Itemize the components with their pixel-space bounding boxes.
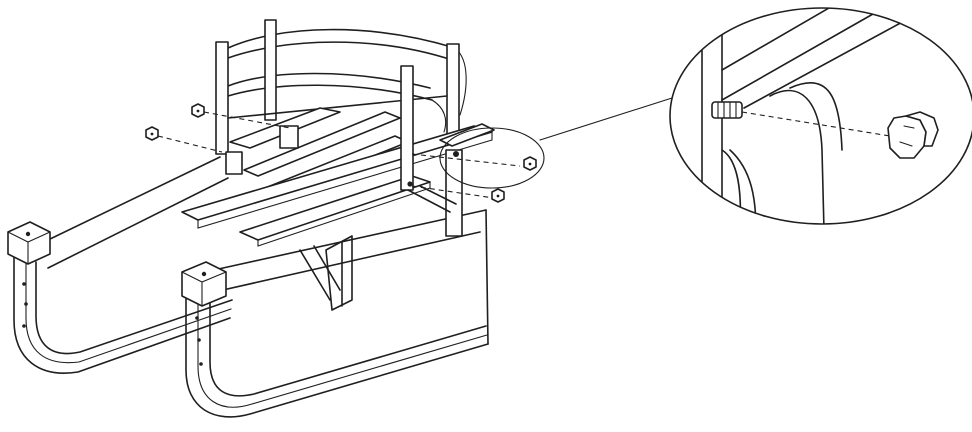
far-runner-cap-hole	[25, 231, 31, 237]
near-runner-bolt-hole-3	[199, 362, 203, 366]
far-runner-bolt-hole-2	[24, 302, 28, 306]
backrest-top-slat-edge-2	[227, 41, 453, 61]
near-runner-curve-outer	[185, 279, 489, 418]
rear-cross-rail	[227, 95, 448, 119]
near-runner-rear-edge	[485, 209, 489, 345]
seat-clamp-block	[279, 125, 299, 149]
far-runner-cap	[7, 221, 51, 265]
rear-left-upright	[215, 41, 229, 155]
near-runner-top-edge	[213, 209, 487, 271]
far-runner-bolt-hole-1	[22, 282, 26, 286]
callout-ellipse	[439, 127, 545, 189]
near-runner-cap-edges	[181, 271, 227, 307]
rear-center-upright	[264, 19, 277, 121]
far-runner-top-edge	[47, 156, 221, 241]
near-runner-curve-inner	[209, 291, 487, 397]
diagonal-brace	[299, 249, 331, 301]
near-runner-cap-hole	[201, 271, 207, 277]
nut-icon	[191, 103, 205, 118]
magnified-nut-icon	[887, 111, 939, 159]
near-runner-support-strut	[325, 235, 353, 311]
detail-board-curve	[769, 90, 825, 224]
bolt-path-left	[157, 135, 223, 153]
far-runner-cap-edges	[7, 231, 51, 265]
near-runner-mid-line	[197, 285, 488, 408]
near-rear-post-cap	[439, 123, 495, 147]
seat-slat-2	[243, 111, 401, 177]
seat	[181, 107, 493, 247]
backrest-slat-wrap	[431, 99, 447, 133]
detail-assembly-line	[741, 111, 891, 137]
far-runner-bolt-hole-3	[22, 324, 26, 328]
nut-icon	[145, 126, 159, 141]
bolt-end	[407, 181, 413, 187]
front-brace-2	[419, 185, 457, 205]
detail-view-frame	[669, 7, 972, 225]
detail-board-curve-2	[789, 82, 843, 151]
near-runner-bolt-hole-1	[195, 316, 199, 320]
nut-icon	[491, 188, 505, 203]
nut-icon	[523, 156, 537, 171]
backrest-top-slat-edge	[227, 28, 456, 49]
detail-view	[670, 8, 972, 224]
far-runner	[7, 156, 233, 374]
far-runner-mid-line	[25, 257, 232, 364]
front-right-upright	[400, 65, 414, 191]
fasteners	[145, 103, 537, 203]
bolt-path-upper	[203, 111, 291, 129]
detail-rail-lower	[743, 19, 907, 109]
diagonal-brace-2	[313, 245, 341, 291]
far-runner-curve-outer	[13, 249, 231, 374]
near-runner-top-edge-2	[213, 231, 481, 293]
threaded-bolt-icon	[711, 101, 743, 119]
detail-rail-top	[721, 8, 861, 71]
detail-rail-top-2	[721, 9, 881, 101]
bolt-path-lower	[411, 185, 495, 199]
seat-clamp-block-2	[225, 151, 243, 175]
front-brace	[407, 189, 451, 213]
bolt-path-right	[411, 153, 521, 167]
far-runner-top-edge-2	[47, 177, 229, 269]
far-runner-curve-inner	[35, 261, 233, 355]
near-rear-post	[445, 149, 463, 237]
near-runner-bolt-hole-2	[197, 338, 201, 342]
near-runner	[181, 123, 495, 418]
rear-right-upright	[446, 43, 460, 135]
bolt-end	[453, 151, 459, 157]
lower-cross-beam-side	[257, 181, 431, 247]
front-cross-beam-side	[197, 131, 493, 229]
callout-leader-line	[539, 97, 673, 141]
near-runner-cap	[181, 261, 227, 307]
